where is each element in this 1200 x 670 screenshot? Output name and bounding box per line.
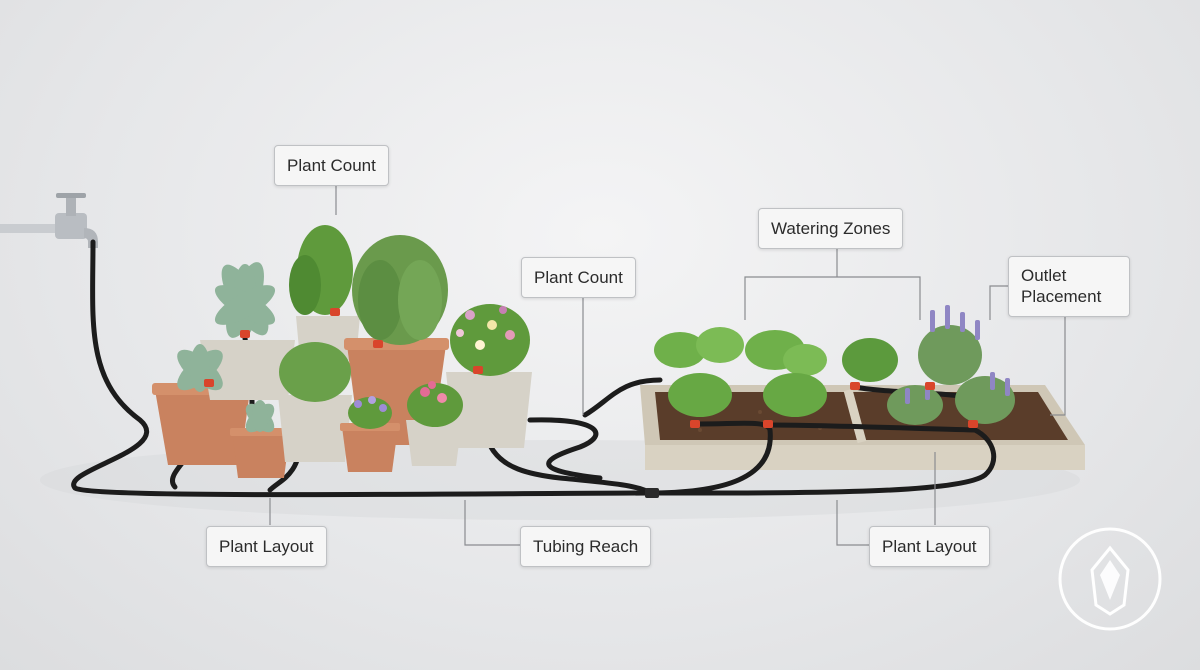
tubing-connector — [645, 488, 659, 498]
callout-outlet-placement: Outlet Placement — [1008, 256, 1130, 317]
herbs — [279, 225, 530, 429]
callout-plant-layout-left: Plant Layout — [206, 526, 327, 568]
callout-watering-zones: Watering Zones — [758, 208, 904, 250]
leader-lines — [269, 184, 1066, 546]
callout-plant-layout-right: Plant Layout — [869, 526, 990, 568]
emitter-icon — [204, 308, 978, 428]
flowers — [354, 306, 515, 412]
succulents — [177, 262, 276, 433]
callout-tubing-reach: Tubing Reach — [520, 526, 652, 568]
lettuce-plants — [654, 327, 898, 417]
faucet-icon — [0, 193, 98, 248]
potted-plants — [152, 316, 532, 478]
callout-plant-count-top: Plant Count — [274, 145, 389, 187]
callout-plant-count-mid: Plant Count — [521, 257, 636, 299]
lavender-plants — [887, 305, 1015, 425]
logo-badge-icon — [1058, 527, 1162, 631]
